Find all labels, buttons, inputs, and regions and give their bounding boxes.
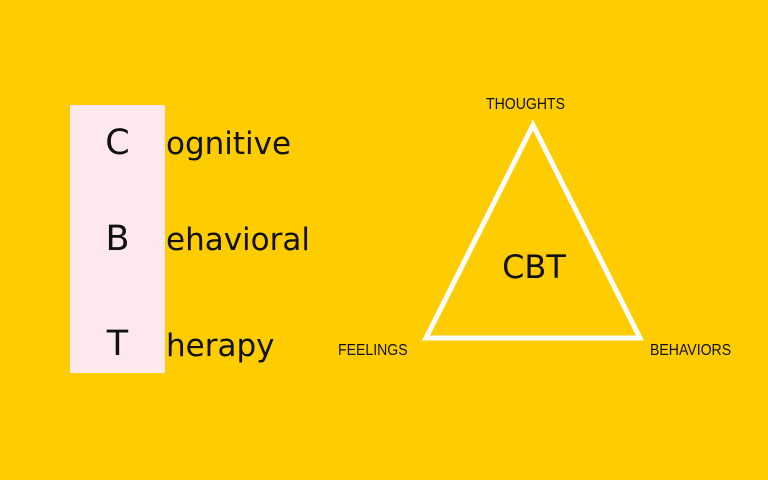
- acronym-word-cognitive: ognitive: [166, 126, 292, 162]
- acronym-initial-c: C: [105, 123, 130, 163]
- triangle-outline: [421, 119, 645, 341]
- triangle-label-feelings: FEELINGS: [338, 342, 408, 359]
- triangle-label-behaviors: BEHAVIORS: [650, 342, 732, 359]
- acronym-highlight-box: [70, 105, 165, 373]
- acronym-word-behavioral: ehavioral: [166, 222, 310, 258]
- triangle-label-thoughts: THOUGHTS: [486, 96, 566, 113]
- triangle-center-label: CBT: [502, 248, 566, 286]
- acronym-initial-b: B: [105, 219, 130, 259]
- acronym-initial-t: T: [106, 324, 129, 364]
- acronym-word-therapy: herapy: [166, 328, 275, 364]
